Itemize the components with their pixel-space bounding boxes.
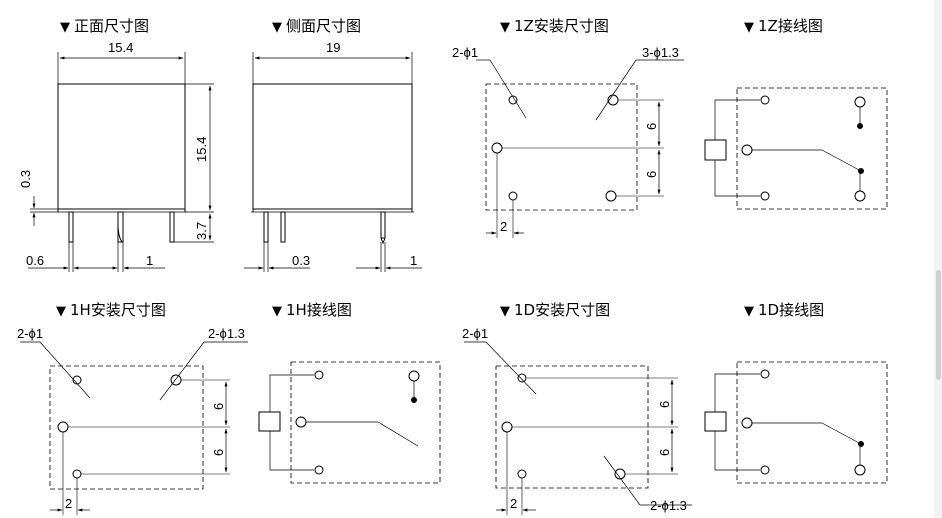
1z-dy2: 6 — [644, 171, 659, 178]
1z-small-holes-label: 2-ϕ1 — [452, 45, 478, 60]
1h-dy2: 6 — [211, 449, 226, 456]
coil-symbol — [704, 411, 727, 432]
side-pin — [380, 211, 386, 239]
1z-outline — [485, 83, 638, 211]
dim-pin-length: 3.7 — [194, 222, 209, 240]
dim-pin-width: 0.6 — [26, 253, 44, 268]
title-1d-mounting: ▼1D安装尺寸图 — [500, 301, 611, 319]
1d-wiring-drawing — [704, 361, 888, 484]
dim-front-pitch: 1 — [146, 253, 153, 268]
title-front-view: ▼正面尺寸图 — [60, 17, 150, 35]
side-pin — [280, 211, 286, 243]
1z-hole-large — [605, 190, 617, 202]
side-relay-body — [252, 83, 413, 210]
1d-large-holes-label: 2-ϕ1.3 — [650, 498, 687, 513]
triangle-marker-icon: ▼ — [744, 304, 754, 319]
1h-wiring-outline — [290, 361, 441, 484]
1z-hole-small — [508, 95, 518, 105]
dim-side-gap: 0.3 — [292, 253, 310, 268]
front-pin — [117, 211, 124, 243]
1d-dy1: 6 — [657, 401, 672, 408]
triangle-marker-icon: ▼ — [272, 20, 282, 35]
front-relay-body — [57, 83, 186, 210]
1h-large-holes-label: 2-ϕ1.3 — [208, 326, 245, 341]
triangle-marker-icon: ▼ — [272, 304, 282, 319]
triangle-marker-icon: ▼ — [56, 304, 66, 319]
title-1z-mounting: ▼1Z安装尺寸图 — [500, 17, 609, 35]
scrollbar-thumb[interactable] — [936, 270, 941, 380]
1z-hole-large — [491, 142, 503, 154]
title-1d-wiring: ▼1D接线图 — [744, 301, 825, 319]
dim-front-height: 15.4 — [194, 137, 209, 162]
1h-outline — [49, 365, 204, 490]
front-pin — [169, 211, 175, 243]
triangle-marker-icon: ▼ — [744, 20, 754, 35]
side-pin — [263, 211, 269, 243]
dim-side-pitch: 1 — [410, 253, 417, 268]
front-pin — [68, 211, 74, 243]
triangle-marker-icon: ▼ — [500, 20, 510, 35]
vertical-scrollbar[interactable] — [934, 0, 942, 518]
1z-dx: 2 — [500, 219, 507, 234]
triangle-marker-icon: ▼ — [500, 304, 510, 319]
1z-mounting-drawing — [476, 59, 684, 238]
front-view-drawing — [28, 52, 214, 272]
1d-small-holes-label: 2-ϕ1 — [462, 326, 488, 341]
dim-side-width: 19 — [326, 40, 340, 55]
dim-front-gap: 0.3 — [18, 170, 33, 188]
1z-hole-small — [508, 191, 518, 201]
1d-wiring-outline — [736, 361, 888, 484]
1h-dy1: 6 — [211, 403, 226, 410]
1d-mounting-drawing — [464, 341, 692, 515]
1h-dx: 2 — [65, 496, 72, 511]
dim-front-width: 15.4 — [108, 40, 133, 55]
title-1h-wiring: ▼1H接线图 — [272, 301, 352, 319]
1d-dx: 2 — [510, 496, 517, 511]
1z-large-holes-label: 3-ϕ1.3 — [642, 45, 679, 60]
coil-symbol — [258, 411, 281, 432]
1z-wiring-outline — [736, 87, 888, 210]
title-1z-wiring: ▼1Z接线图 — [744, 17, 823, 35]
1h-wiring-drawing — [258, 361, 441, 484]
triangle-marker-icon: ▼ — [60, 20, 70, 35]
1d-dy2: 6 — [657, 449, 672, 456]
side-view-drawing — [244, 52, 422, 272]
title-side-view: ▼侧面尺寸图 — [272, 17, 362, 35]
1h-small-holes-label: 2-ϕ1 — [17, 326, 43, 341]
coil-symbol — [704, 139, 727, 161]
title-1h-mounting: ▼1H安装尺寸图 — [56, 301, 166, 319]
1h-mounting-drawing — [20, 341, 248, 515]
1z-wiring-drawing — [704, 87, 888, 210]
1z-dy1: 6 — [644, 123, 659, 130]
